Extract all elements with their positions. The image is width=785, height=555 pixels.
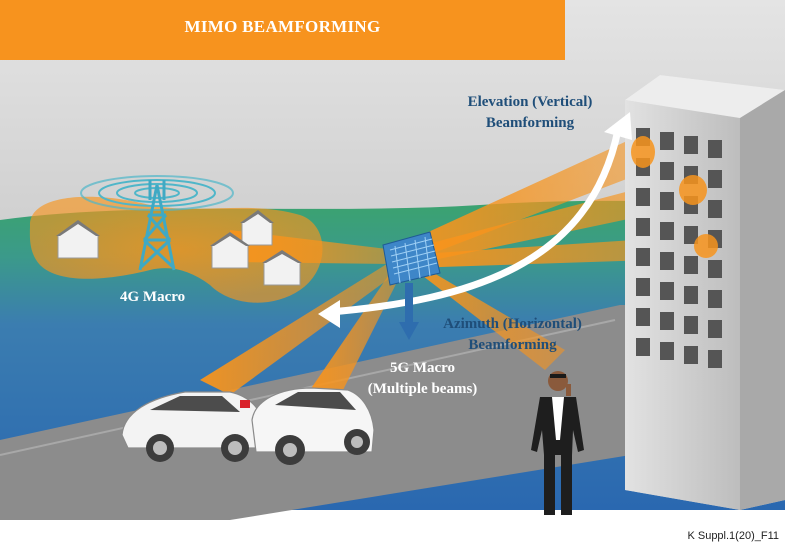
elevation-label-line1: Elevation (Vertical) — [467, 94, 593, 110]
elevation-label-line2: Beamforming — [485, 115, 575, 131]
signal-waves-icon — [80, 175, 234, 211]
building-windows — [636, 128, 722, 368]
road — [0, 305, 785, 520]
5g-beams — [200, 135, 712, 396]
car-icon — [251, 387, 375, 465]
house-icon — [210, 232, 250, 269]
5g-antenna-icon — [382, 231, 441, 340]
azimuth-label-line1: Azimuth (Horizontal) — [443, 316, 582, 332]
figure-identifier: K Suppl.1(20)_F11 — [687, 530, 779, 542]
5g-macro-label-line2: (Multiple beams) — [367, 381, 478, 397]
page-title: MIMO BEAMFORMING — [184, 17, 381, 36]
4g-macro-label: 4G Macro — [120, 289, 186, 305]
house-icon — [56, 220, 100, 259]
azimuth-arrow — [318, 300, 340, 328]
car-icon — [121, 391, 266, 462]
elevation-arrow — [326, 112, 632, 316]
5g-macro-label-line1: 5G Macro — [389, 360, 456, 376]
house-icon — [262, 250, 302, 286]
4g-tower-icon — [138, 180, 176, 271]
person-on-phone-icon — [531, 371, 584, 515]
elevation-label: Elevation (Vertical) Beamforming — [440, 92, 620, 134]
azimuth-label: Azimuth (Horizontal) Beamforming — [420, 314, 605, 356]
5g-macro-label: 5G Macro (Multiple beams) — [350, 358, 495, 400]
office-building — [625, 75, 785, 510]
azimuth-label-line2: Beamforming — [468, 337, 557, 353]
title-banner — [0, 0, 565, 60]
